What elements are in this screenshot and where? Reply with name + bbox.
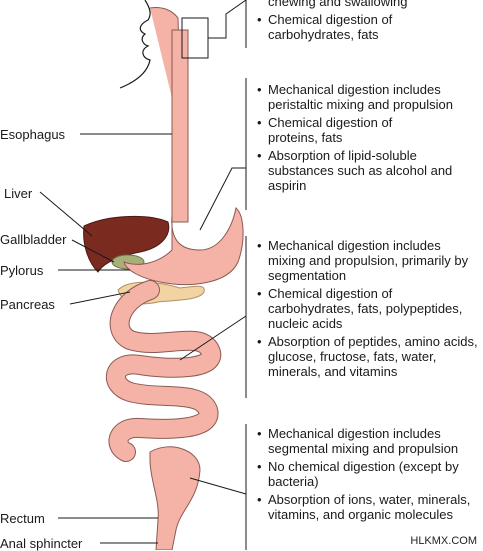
large-intestine — [149, 446, 201, 550]
label-liver: Liver — [4, 186, 33, 201]
liver — [83, 215, 170, 273]
head-outline — [119, 0, 151, 89]
esophagus — [171, 29, 189, 223]
large-intestine-info-item: No chemical digestion (except by bacteri… — [256, 459, 478, 489]
stomach-info-item: Absorption of lipid-soluble substances s… — [256, 148, 478, 193]
stomach-info-item: Chemical digestion of proteins, fats — [256, 115, 418, 145]
mouth-info-item: Chemical digestion of carbohydrates, fat… — [256, 12, 438, 42]
watermark: HLKMX.COM — [410, 535, 477, 547]
label-pylorus: Pylorus — [0, 263, 44, 278]
bracket-small-int — [179, 315, 247, 361]
bracket-stomach — [199, 167, 246, 231]
mouth-info-box: chewing and swallowing Chemical digestio… — [256, 0, 476, 45]
label-rectum: Rectum — [0, 511, 45, 526]
leader-liver — [39, 191, 93, 237]
small-intestine-info-item: Chemical digestion of carbohydrates, fat… — [256, 286, 478, 331]
bracket-mouth — [208, 0, 247, 48]
stomach-info-box: Mechanical digestion includes peristalti… — [256, 82, 478, 196]
bracket-large-int — [189, 477, 247, 495]
small-intestine-info-item: Mechanical digestion includes mixing and… — [256, 238, 478, 283]
large-intestine-info-box: Mechanical digestion includes segmental … — [256, 426, 478, 525]
stomach — [123, 207, 244, 285]
label-anal-sphincter: Anal sphincter — [0, 536, 83, 551]
label-gallbladder: Gallbladder — [0, 232, 67, 247]
label-pancreas: Pancreas — [0, 297, 55, 312]
label-esophagus: Esophagus — [0, 127, 66, 142]
stomach-info-item: Mechanical digestion includes peristalti… — [256, 82, 478, 112]
small-intestine-info-item: Absorption of peptides, amino acids, glu… — [256, 334, 478, 379]
large-intestine-info-item: Mechanical digestion includes segmental … — [256, 426, 478, 456]
large-intestine-info-item: Absorption of ions, water, minerals, vit… — [256, 492, 478, 522]
small-intestine-info-box: Mechanical digestion includes mixing and… — [256, 238, 478, 382]
leader-pancreas — [69, 291, 131, 305]
leader-gallbladder — [71, 239, 115, 263]
mouth-info-item: chewing and swallowing — [268, 0, 408, 9]
